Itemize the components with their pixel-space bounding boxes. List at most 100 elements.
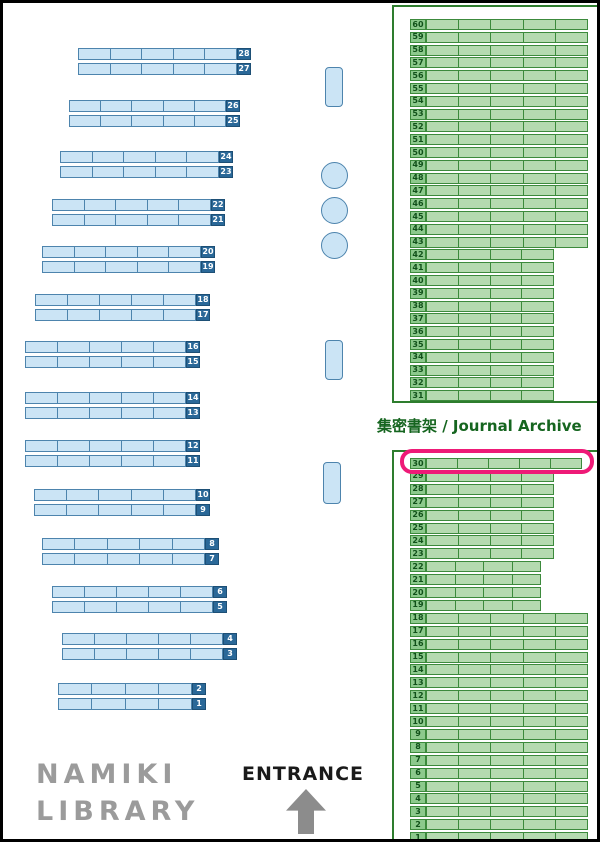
shelf-cell — [556, 148, 587, 157]
shelf-bar — [426, 121, 588, 133]
archive-shelf-row-10: 10 — [410, 716, 588, 727]
shelf-cell — [67, 505, 100, 515]
rect-table — [323, 462, 341, 504]
shelf-cell — [43, 554, 76, 564]
shelf-cell — [427, 378, 459, 388]
shelf-cell — [26, 441, 58, 451]
shelf-number-label: 54 — [410, 95, 426, 107]
shelf-cell — [491, 742, 524, 752]
shelf-cell — [75, 539, 108, 549]
shelf-cell — [556, 807, 587, 816]
shelf-cell — [164, 310, 195, 320]
open-stack-shelf-row-1: 1 — [58, 698, 206, 710]
shelf-number-label: 56 — [410, 70, 426, 82]
shelf-cell — [427, 742, 460, 752]
shelf-cell — [556, 678, 587, 687]
shelf-cell — [427, 781, 460, 791]
shelf-bar — [25, 407, 186, 419]
shelf-cell — [26, 393, 58, 403]
shelf-cell — [85, 602, 117, 612]
shelf-cell — [122, 456, 154, 466]
shelf-cell — [491, 288, 523, 298]
open-stack-shelf-row-15: 15 — [25, 356, 200, 368]
shelf-cell — [164, 295, 195, 305]
shelf-cell — [459, 471, 491, 481]
shelf-cell — [106, 262, 138, 272]
shelf-cell — [95, 649, 127, 659]
shelf-bar — [42, 261, 201, 273]
shelf-cell — [551, 459, 581, 468]
shelf-cell — [556, 58, 587, 67]
shelf-cell — [427, 536, 459, 546]
shelf-number-label: 59 — [410, 31, 426, 43]
shelf-cell — [459, 704, 492, 714]
shelf-cell — [556, 225, 587, 234]
shelf-cell — [484, 562, 513, 572]
shelf-number-label: 21 — [410, 574, 426, 586]
shelf-cell — [26, 357, 58, 367]
shelf-cell — [459, 807, 492, 817]
archive-shelf-row-3: 3 — [410, 806, 588, 818]
shelf-cell — [456, 600, 484, 610]
shelf-bar — [69, 100, 226, 112]
rect-table — [325, 67, 343, 107]
shelf-cell — [427, 224, 460, 234]
open-stack-shelf-row-27: 27 — [78, 63, 251, 75]
shelf-cell — [427, 365, 459, 375]
shelf-cell — [491, 833, 524, 839]
shelf-cell — [491, 314, 523, 324]
shelf-cell — [427, 459, 458, 468]
shelf-cell — [524, 160, 556, 170]
open-stack-shelf-row-7: 7 — [42, 553, 219, 565]
archive-shelf-row-13: 13 — [410, 677, 588, 689]
shelf-cell — [58, 441, 90, 451]
shelf-bar — [34, 504, 196, 516]
shelf-cell — [484, 575, 513, 585]
shelf-number-label: 38 — [410, 300, 426, 312]
shelf-cell — [92, 699, 126, 709]
shelf-cell — [522, 353, 553, 362]
shelf-cell — [524, 639, 556, 649]
shelf-number-label: 18 — [196, 294, 210, 306]
archive-shelf-row-49: 49 — [410, 159, 588, 171]
shelf-cell — [459, 794, 492, 804]
shelf-cell — [556, 704, 587, 713]
shelf-cell — [491, 276, 523, 285]
shelf-cell — [142, 64, 174, 74]
shelf-cell — [427, 45, 460, 55]
shelf-cell — [140, 539, 173, 549]
shelf-bar — [35, 294, 196, 306]
shelf-cell — [491, 122, 524, 132]
shelf-number-label: 30 — [410, 458, 426, 469]
shelf-number-label: 49 — [410, 159, 426, 171]
shelf-cell — [116, 200, 148, 210]
shelf-number-label: 19 — [410, 599, 426, 611]
archive-shelf-row-47: 47 — [410, 185, 588, 197]
shelf-cell — [122, 342, 154, 352]
shelf-cell — [524, 781, 556, 791]
shelf-bar — [52, 214, 211, 226]
shelf-cell — [111, 49, 143, 59]
shelf-cell — [75, 247, 107, 257]
shelf-cell — [427, 729, 460, 739]
shelf-cell — [427, 471, 459, 481]
shelf-cell — [427, 71, 460, 81]
shelf-bar — [42, 246, 201, 258]
shelf-cell — [524, 665, 556, 675]
open-stack-shelf-row-13: 13 — [25, 407, 200, 419]
shelf-cell — [556, 199, 587, 208]
shelf-cell — [427, 288, 459, 298]
archive-shelf-row-29: 29 — [410, 470, 554, 482]
shelf-number-label: 35 — [410, 339, 426, 350]
shelf-cell — [459, 263, 491, 273]
archive-shelf-row-27: 27 — [410, 496, 554, 508]
shelf-bar — [78, 63, 237, 75]
archive-shelf-row-23: 23 — [410, 548, 554, 560]
shelf-cell — [79, 49, 111, 59]
shelf-bar — [58, 698, 192, 710]
shelf-cell — [427, 626, 460, 636]
shelf-cell — [524, 84, 556, 93]
shelf-cell — [181, 587, 212, 597]
shelf-number-label: 28 — [410, 483, 426, 495]
library-title-line2: LIBRARY — [36, 796, 200, 827]
